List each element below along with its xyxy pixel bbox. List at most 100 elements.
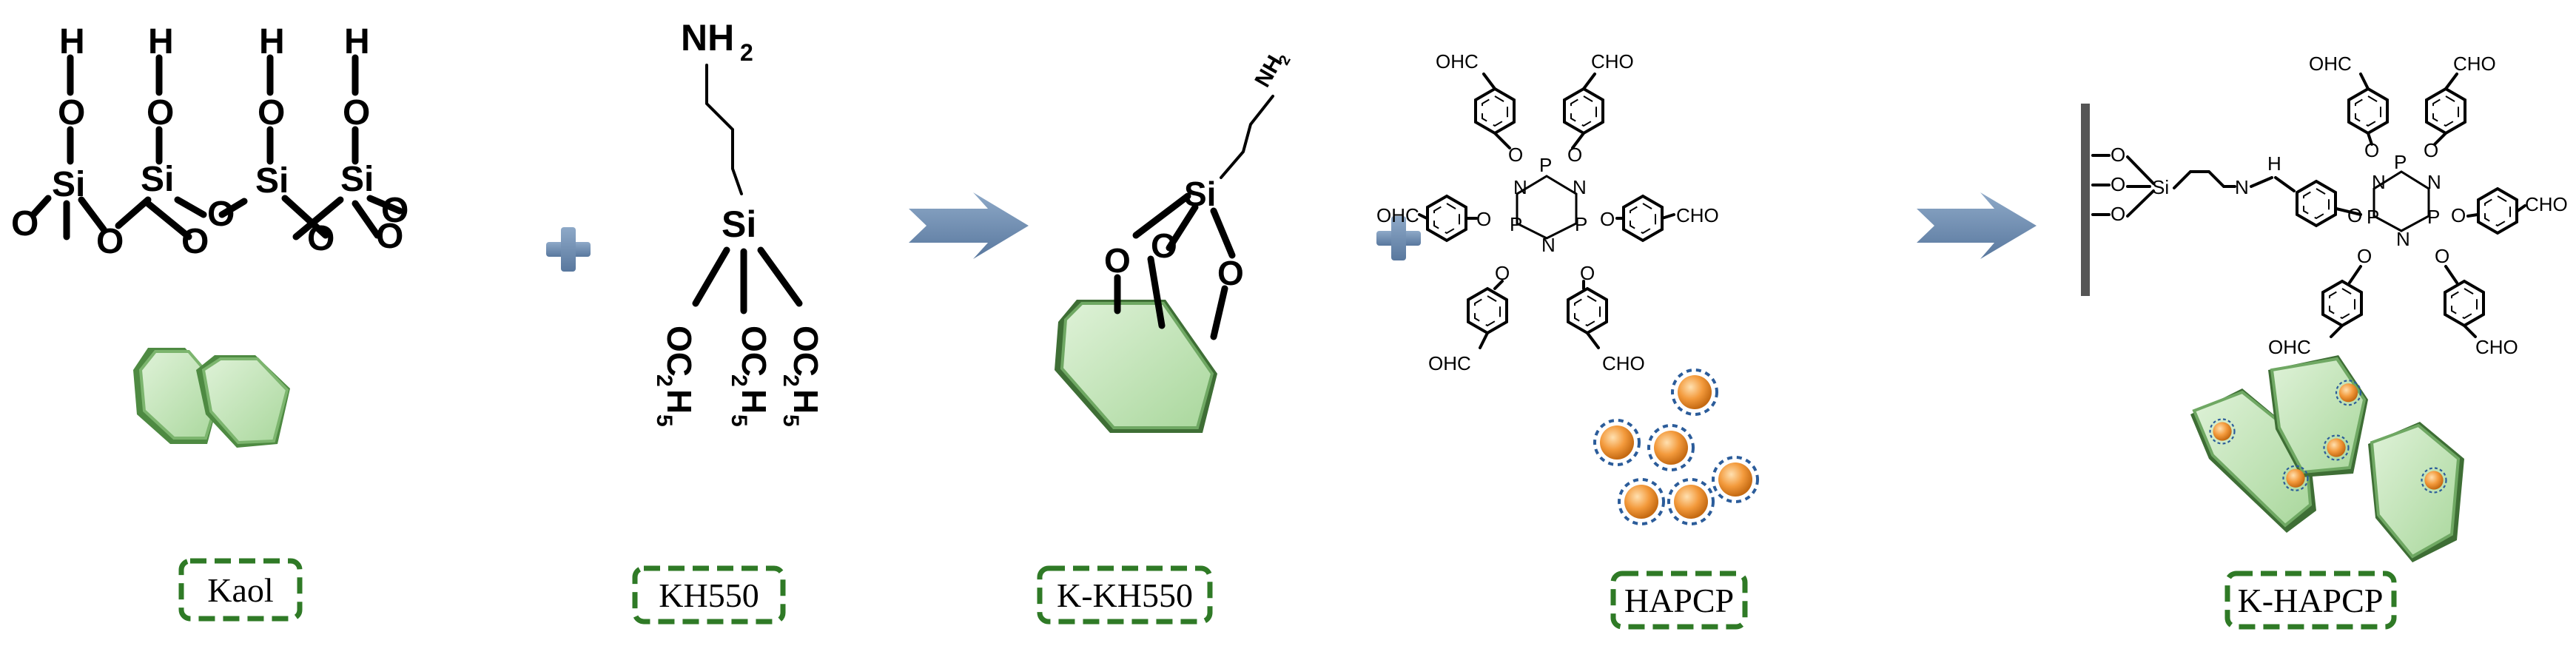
k-hapcp-o-4: O bbox=[2347, 204, 2362, 226]
svg-text:5: 5 bbox=[652, 414, 676, 427]
hapcp-ohc-2: OHC bbox=[1376, 204, 1419, 226]
k-hapcp-o-2: O bbox=[2111, 173, 2125, 195]
svg-text:OC: OC bbox=[660, 326, 699, 377]
k-hapcp-label-box: K-HAPCP bbox=[2224, 571, 2397, 630]
k-hapcp-chain bbox=[2173, 170, 2236, 189]
k-hapcp-n-2: N bbox=[2427, 171, 2441, 193]
kaol-atom-labels: H H H H O O O O Si Si Si Si O O O O O O … bbox=[11, 22, 408, 261]
kaol-h-4: H bbox=[344, 22, 370, 61]
kaol-si-3: Si bbox=[255, 161, 289, 201]
k-kh550-plate bbox=[1060, 302, 1214, 429]
kaol-o-8: O bbox=[207, 195, 235, 234]
k-hapcp-o-7: O bbox=[2451, 204, 2466, 226]
kaol-label: Kaol bbox=[207, 571, 273, 609]
svg-text:OC: OC bbox=[787, 326, 825, 377]
k-hapcp-surface bbox=[2081, 104, 2090, 296]
svg-text:H: H bbox=[735, 389, 773, 414]
kaol-h-3: H bbox=[259, 22, 285, 61]
kaol-o-6: O bbox=[96, 222, 124, 261]
kaol-plates bbox=[133, 348, 290, 448]
kaol-o-1: O bbox=[58, 93, 85, 132]
k-hapcp-p-3: P bbox=[2427, 206, 2440, 228]
kaol-o-10: O bbox=[381, 191, 408, 230]
kh550-ethoxy-3: OC 2 H 5 bbox=[778, 326, 825, 427]
k-hapcp-n-1: N bbox=[2372, 171, 2386, 193]
hapcp-ohc-3: OHC bbox=[1428, 352, 1471, 374]
kaol-h-2: H bbox=[148, 22, 174, 61]
kh550-nh-subscript: 2 bbox=[740, 39, 753, 66]
k-hapcp-p-2: P bbox=[2367, 206, 2379, 228]
k-kh550-o-1: O bbox=[1104, 241, 1131, 280]
svg-text:2: 2 bbox=[727, 374, 751, 387]
k-hapcp-o-1: O bbox=[2111, 144, 2125, 166]
hapcp-particles bbox=[1593, 369, 1759, 525]
k-hapcp-imine-n: N bbox=[2235, 176, 2249, 198]
kaol-h-1: H bbox=[59, 22, 85, 61]
k-hapcp-p-1: P bbox=[2394, 151, 2407, 173]
hapcp-n-2: N bbox=[1573, 176, 1587, 198]
hapcp-o-1: O bbox=[1508, 144, 1523, 166]
kh550-label-box: KH550 bbox=[632, 565, 786, 625]
k-hapcp-o-3: O bbox=[2111, 203, 2125, 225]
hapcp-cho-2: CHO bbox=[1676, 204, 1719, 226]
svg-text:5: 5 bbox=[727, 414, 751, 427]
kaol-structure: H H H H O O O O Si Si Si Si O O O O O O … bbox=[11, 22, 408, 622]
k-hapcp-n-3: N bbox=[2396, 228, 2410, 250]
hapcp-label: HAPCP bbox=[1624, 582, 1734, 619]
kaol-o-4: O bbox=[343, 93, 370, 132]
kh550-nh: NH bbox=[681, 17, 734, 58]
hapcp-cho-1: CHO bbox=[1591, 50, 1634, 73]
kh550-ethoxy-2: OC 2 H 5 bbox=[727, 326, 773, 427]
hapcp-o-5: O bbox=[1495, 262, 1510, 284]
right-arrow-icon bbox=[909, 192, 1029, 259]
kaol-o-3: O bbox=[258, 93, 285, 132]
hapcp-label-box: HAPCP bbox=[1610, 571, 1748, 630]
k-kh550-label-box: K-KH550 bbox=[1037, 565, 1213, 625]
kaol-si-4: Si bbox=[340, 160, 374, 199]
kaol-o-2: O bbox=[147, 93, 174, 132]
kh550-ethoxy-1: OC 2 H 5 bbox=[652, 326, 699, 427]
k-hapcp-ohc-2: OHC bbox=[2268, 336, 2311, 358]
k-hapcp-plates bbox=[2190, 355, 2464, 562]
kh550-label: KH550 bbox=[659, 576, 759, 614]
k-kh550-o-3: O bbox=[1217, 254, 1244, 292]
kh550-si: Si bbox=[722, 203, 756, 245]
k-hapcp-label: K-HAPCP bbox=[2238, 582, 2384, 619]
hapcp-o-3: O bbox=[1476, 208, 1491, 230]
svg-text:2: 2 bbox=[778, 374, 803, 387]
kaol-o-9: O bbox=[307, 219, 334, 258]
kaol-si-2: Si bbox=[141, 160, 174, 199]
k-hapcp-o-8: O bbox=[2357, 245, 2372, 267]
k-kh550-chain bbox=[1220, 95, 1274, 179]
plus-icon bbox=[1376, 216, 1421, 260]
k-kh550-structure: O O O Si NH 2 K-KH550 bbox=[1037, 51, 1294, 625]
k-kh550-label: K-KH550 bbox=[1057, 576, 1193, 614]
k-hapcp-cho-1: CHO bbox=[2453, 53, 2496, 75]
k-kh550-si: Si bbox=[1184, 175, 1216, 213]
svg-text:OC: OC bbox=[735, 326, 773, 377]
k-hapcp-si: Si bbox=[2152, 176, 2169, 198]
hapcp-p-2: P bbox=[1510, 213, 1522, 235]
kaol-si-1: Si bbox=[52, 165, 85, 204]
hapcp-p-3: P bbox=[1575, 213, 1587, 235]
k-hapcp-cho-2: CHO bbox=[2525, 193, 2568, 215]
right-arrow-icon bbox=[1917, 192, 2037, 259]
kh550-propyl-chain bbox=[705, 64, 743, 195]
svg-text:2: 2 bbox=[652, 374, 676, 387]
svg-text:H: H bbox=[787, 389, 825, 414]
kaol-o-5: O bbox=[11, 204, 38, 243]
hapcp-n-3: N bbox=[1541, 234, 1556, 256]
svg-text:H: H bbox=[660, 389, 699, 414]
kh550-structure: NH 2 Si OC 2 H 5 OC 2 H 5 OC 2 H 5 KH550 bbox=[632, 17, 825, 625]
k-hapcp-imine-h: H bbox=[2267, 152, 2281, 175]
kaol-label-box: Kaol bbox=[178, 558, 303, 622]
hapcp-p-1: P bbox=[1539, 154, 1552, 176]
hapcp-n-1: N bbox=[1513, 176, 1527, 198]
hapcp-o-2: O bbox=[1567, 144, 1582, 166]
k-hapcp-structure: O O O Si N H P P P N N N O O O O O O bbox=[2081, 53, 2568, 358]
k-hapcp-o-9: O bbox=[2435, 245, 2449, 267]
k-kh550-o-2: O bbox=[1151, 226, 1177, 265]
kaol-bonds bbox=[30, 54, 403, 240]
svg-text:5: 5 bbox=[778, 414, 803, 427]
